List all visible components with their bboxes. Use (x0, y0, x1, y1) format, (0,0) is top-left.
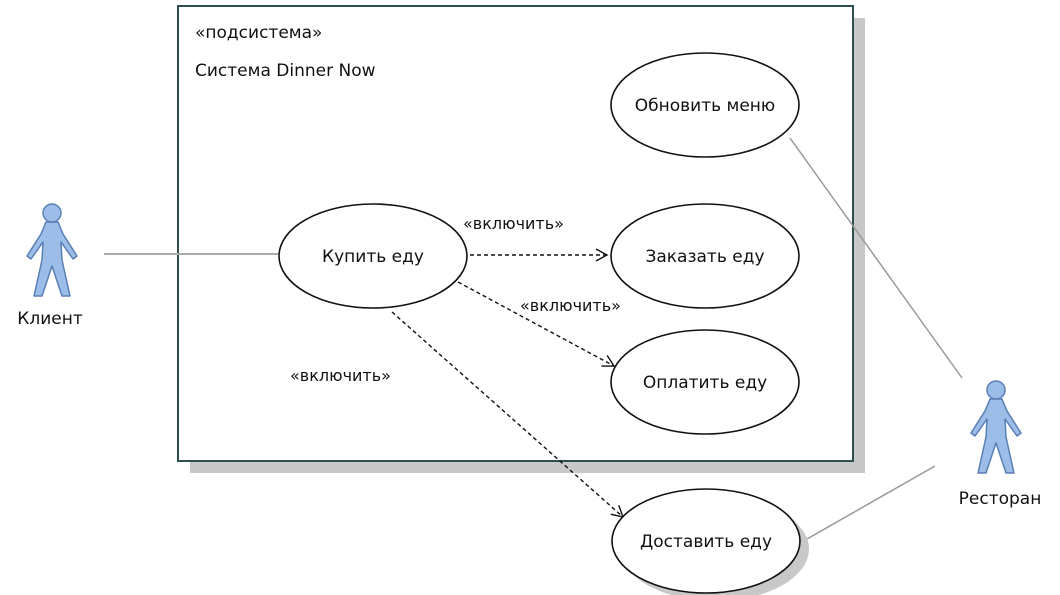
actor-restaurant-icon (970, 380, 1022, 474)
association-restaurant-update (789, 137, 963, 379)
use-case-order-food[interactable]: Заказать еду (610, 203, 800, 309)
use-case-buy-food-shape (278, 203, 468, 309)
use-case-buy-food[interactable]: Купить еду (278, 203, 468, 309)
use-case-update-menu[interactable]: Обновить меню (610, 52, 800, 158)
subsystem-stereotype: «подсистема» (195, 23, 322, 43)
use-case-pay-food-label: Оплатить еду (643, 373, 767, 393)
actor-client-label: Клиент (17, 309, 83, 329)
use-case-order-food-label: Заказать еду (645, 247, 764, 267)
use-case-update-menu-label: Обновить меню (635, 96, 775, 116)
use-case-pay-food[interactable]: Оплатить еду (610, 329, 800, 435)
use-case-buy-food-label: Купить еду (322, 247, 424, 267)
actor-client-icon (26, 203, 78, 297)
include-arrow-deliver (391, 311, 625, 518)
use-case-order-food-shape (610, 203, 800, 309)
subsystem-name: Система Dinner Now (195, 61, 376, 81)
actor-client[interactable]: Клиент (17, 203, 83, 329)
use-case-pay-food-shape (610, 329, 800, 435)
use-case-deliver-food-shape (611, 488, 801, 594)
include-label-pay: «включить» (520, 296, 621, 315)
association-restaurant-deliver (799, 465, 936, 544)
use-case-update-menu-shape (610, 52, 800, 158)
use-case-deliver-food[interactable]: Доставить еду (611, 488, 809, 595)
use-case-deliver-food-label: Доставить еду (640, 532, 772, 552)
include-label-deliver: «включить» (290, 366, 391, 385)
actor-restaurant-label: Ресторан (959, 489, 1042, 509)
actor-restaurant[interactable]: Ресторан (959, 380, 1042, 509)
include-arrow-pay (457, 281, 616, 367)
include-label-order: «включить» (463, 214, 564, 233)
